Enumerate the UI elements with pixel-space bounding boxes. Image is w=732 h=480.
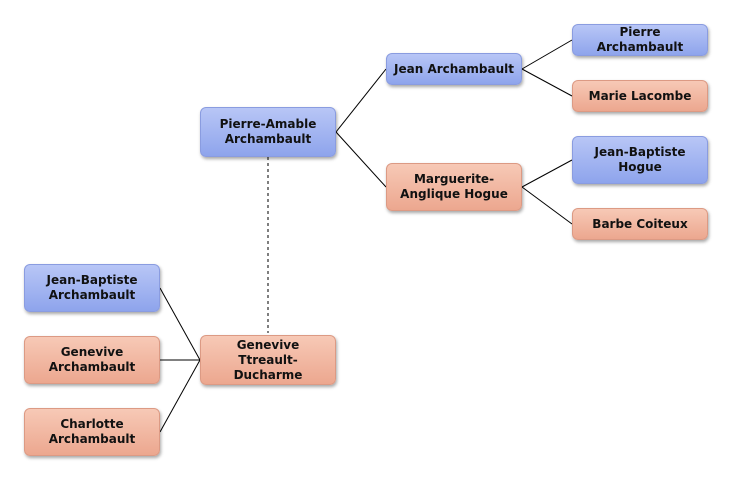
person-name: Pierre-Amable Archambault (219, 117, 317, 146)
person-marie-lacombe[interactable]: Marie Lacombe (572, 80, 708, 112)
person-genevive-ttreault-ducharme[interactable]: Genevive Ttreault- Ducharme (200, 335, 336, 385)
person-pierre-amable-archambault[interactable]: Pierre-Amable Archambault (200, 107, 336, 157)
person-charlotte-archambault[interactable]: Charlotte Archambault (24, 408, 160, 456)
link-genevive-charlotte (159, 359, 201, 433)
person-name: Marie Lacombe (588, 88, 692, 103)
person-pierre-archambault[interactable]: Pierre Archambault (572, 24, 708, 56)
link-marguerite-barbe (521, 186, 573, 225)
person-marguerite-anglique-hogue[interactable]: Marguerite- Anglique Hogue (386, 163, 522, 211)
person-name: Pierre Archambault (596, 25, 684, 54)
person-jean-archambault[interactable]: Jean Archambault (386, 53, 522, 85)
person-name: Jean Archambault (394, 61, 514, 76)
person-jean-baptiste-archambault[interactable]: Jean-Baptiste Archambault (24, 264, 160, 312)
person-name: Genevive Archambault (48, 345, 136, 374)
link-jean-marie (521, 68, 573, 97)
link-jean-pierre (521, 39, 573, 70)
link-genevive-jean-baptiste (159, 287, 201, 361)
person-name: Genevive Ttreault- Ducharme (233, 337, 303, 382)
person-name: Marguerite- Anglique Hogue (400, 172, 508, 201)
person-name: Jean-Baptiste Hogue (594, 145, 686, 174)
person-barbe-coiteux[interactable]: Barbe Coiteux (572, 208, 708, 240)
person-genevive-archambault[interactable]: Genevive Archambault (24, 336, 160, 384)
person-name: Barbe Coiteux (592, 216, 688, 231)
link-pierre-amable-marguerite (335, 131, 387, 188)
person-jean-baptiste-hogue[interactable]: Jean-Baptiste Hogue (572, 136, 708, 184)
link-pierre-amable-jean (335, 68, 387, 133)
link-marguerite-jean-baptiste-hogue (521, 159, 573, 188)
person-name: Jean-Baptiste Archambault (46, 273, 138, 302)
person-name: Charlotte Archambault (48, 417, 136, 446)
